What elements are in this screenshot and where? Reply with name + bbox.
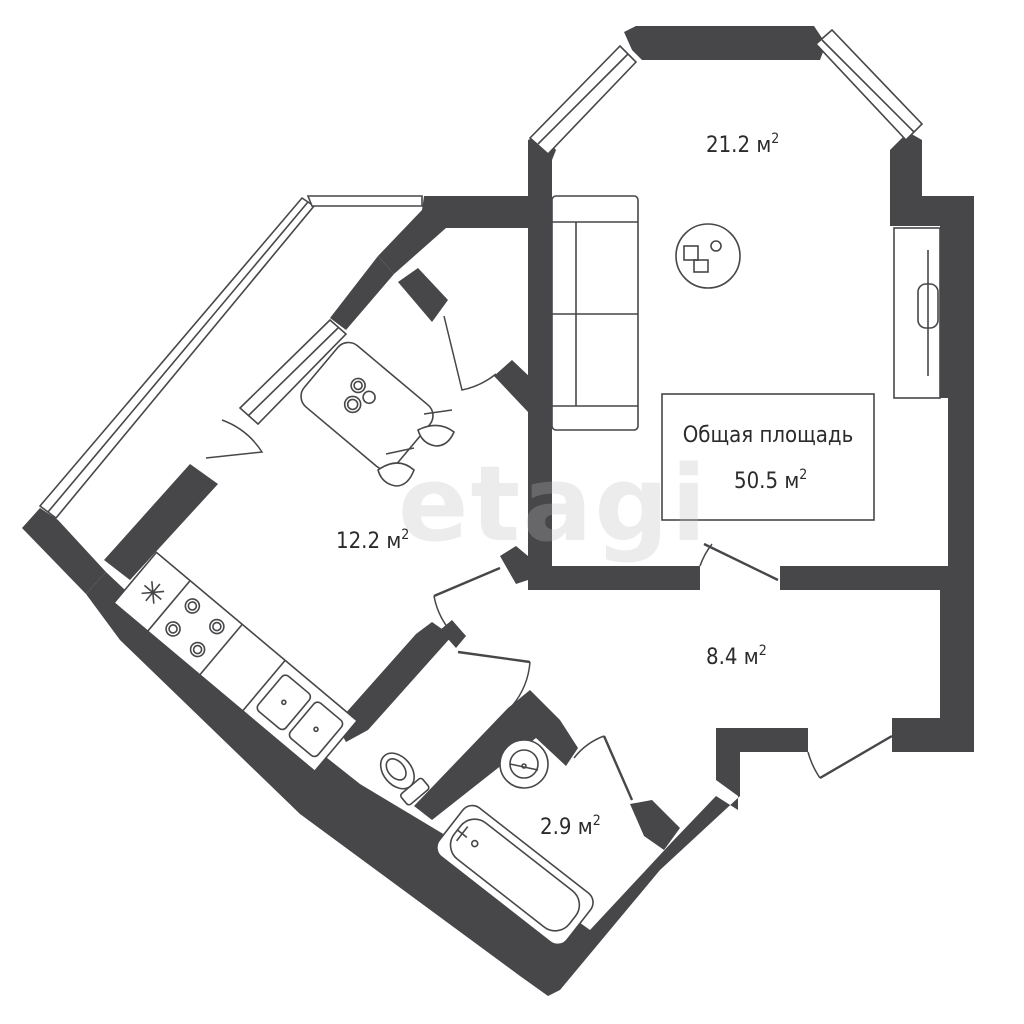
windows bbox=[38, 28, 924, 520]
total-area-value: 50.5 м2 bbox=[734, 467, 807, 494]
bathtub-icon bbox=[436, 804, 594, 946]
wall-kitchen-bath bbox=[336, 622, 452, 742]
wall-balcony-right bbox=[104, 464, 218, 580]
wall-exterior-diagonal bbox=[86, 572, 808, 996]
door-bath-leaf bbox=[602, 735, 634, 801]
kitchen-counter bbox=[112, 551, 359, 773]
wall-hall-right bbox=[892, 718, 940, 752]
hall-area-label: 8.4 м2 bbox=[706, 643, 767, 670]
dining-table bbox=[300, 341, 434, 471]
door-balcony bbox=[205, 419, 264, 459]
stove-icon bbox=[165, 598, 225, 658]
wall-kitchen-right-diag bbox=[494, 360, 552, 430]
wardrobe bbox=[893, 227, 941, 399]
door-wc-arc bbox=[511, 661, 531, 707]
room-labels: 21.2 м2 12.2 м2 8.4 м2 2.9 м2 Общая площ… bbox=[336, 131, 853, 840]
total-area-title: Общая площадь bbox=[683, 423, 854, 448]
washbasin-icon bbox=[499, 739, 549, 789]
doors bbox=[205, 315, 893, 801]
fridge-icon bbox=[141, 581, 165, 604]
door-wc-leaf bbox=[457, 650, 531, 664]
toilet-icon bbox=[379, 752, 430, 806]
sink-icon bbox=[256, 674, 344, 758]
wall-kitchen-window-side bbox=[330, 256, 394, 330]
door-kitchen-living bbox=[443, 315, 497, 391]
living-room-area-label: 21.2 м2 bbox=[706, 131, 779, 158]
wall-living-bottom-right bbox=[780, 566, 948, 590]
wall-bath-right bbox=[630, 800, 680, 850]
watermark-logo: etagi bbox=[398, 443, 709, 565]
walls bbox=[22, 26, 974, 996]
wall-living-right-outer bbox=[890, 196, 974, 752]
door-kitchen-hall-arc bbox=[433, 595, 449, 629]
door-kitchen-hall-leaf bbox=[433, 566, 501, 598]
door-bath-arc bbox=[573, 735, 605, 759]
coffee-table bbox=[675, 223, 741, 289]
door-living-leaf bbox=[703, 542, 779, 582]
wall-balcony-left bbox=[22, 508, 106, 594]
furniture bbox=[112, 195, 941, 946]
door-living-arc bbox=[699, 543, 713, 567]
sofa bbox=[551, 195, 639, 431]
chairs bbox=[377, 409, 455, 487]
window-balcony-top bbox=[306, 195, 423, 207]
wall-hall-door-stub bbox=[500, 546, 528, 584]
wall-wc-bath bbox=[414, 690, 578, 820]
wall-living-bottom-left bbox=[528, 566, 700, 590]
wall-kitchen-partition bbox=[398, 268, 448, 322]
door-entrance-leaf bbox=[819, 734, 893, 780]
summary-box bbox=[661, 393, 875, 521]
wall-living-right-upper bbox=[890, 132, 922, 196]
wall-kitchen-top bbox=[378, 196, 528, 274]
wall-living-left bbox=[528, 198, 552, 566]
door-entrance-arc bbox=[807, 751, 821, 779]
kitchen-area-label: 12.2 м2 bbox=[336, 527, 409, 554]
bathroom-area-label: 2.9 м2 bbox=[540, 813, 601, 840]
wall-living-top bbox=[624, 26, 826, 60]
